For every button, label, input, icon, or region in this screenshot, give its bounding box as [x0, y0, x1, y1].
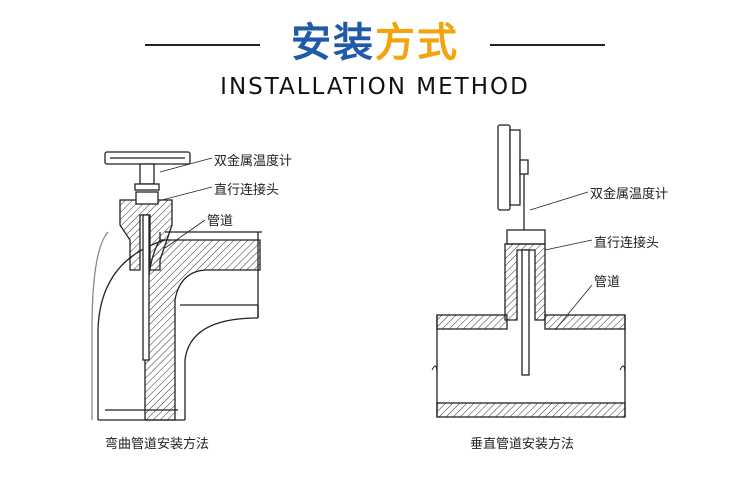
left-caption: 弯曲管道安装方法	[105, 437, 210, 452]
right-label-thermometer: 双金属温度计	[590, 187, 669, 202]
left-label-thermometer: 双金属温度计	[214, 154, 293, 169]
left-thermometer	[104, 151, 191, 191]
left-label-pipe: 管道	[207, 214, 234, 229]
right-caption: 垂直管道安装方法	[470, 437, 575, 452]
left-leader-lines	[159, 157, 213, 249]
page-title: 安装方式	[0, 18, 750, 68]
right-thermometer	[497, 124, 529, 232]
elbow-pipe	[91, 231, 262, 421]
straight-pipe	[431, 314, 626, 418]
page-subtitle: INSTALLATION METHOD	[220, 74, 530, 100]
right-label-pipe: 管道	[594, 275, 621, 290]
right-connector	[504, 229, 546, 376]
title-divider-left	[145, 44, 260, 46]
left-connector	[119, 191, 173, 361]
right-label-connector: 直行连接头	[594, 236, 660, 251]
title-divider-right	[490, 44, 605, 46]
title-part-2: 方式	[375, 20, 459, 66]
title-part-1: 安装	[291, 20, 375, 66]
right-leader-lines	[529, 191, 593, 331]
left-label-connector: 直行连接头	[214, 183, 280, 198]
